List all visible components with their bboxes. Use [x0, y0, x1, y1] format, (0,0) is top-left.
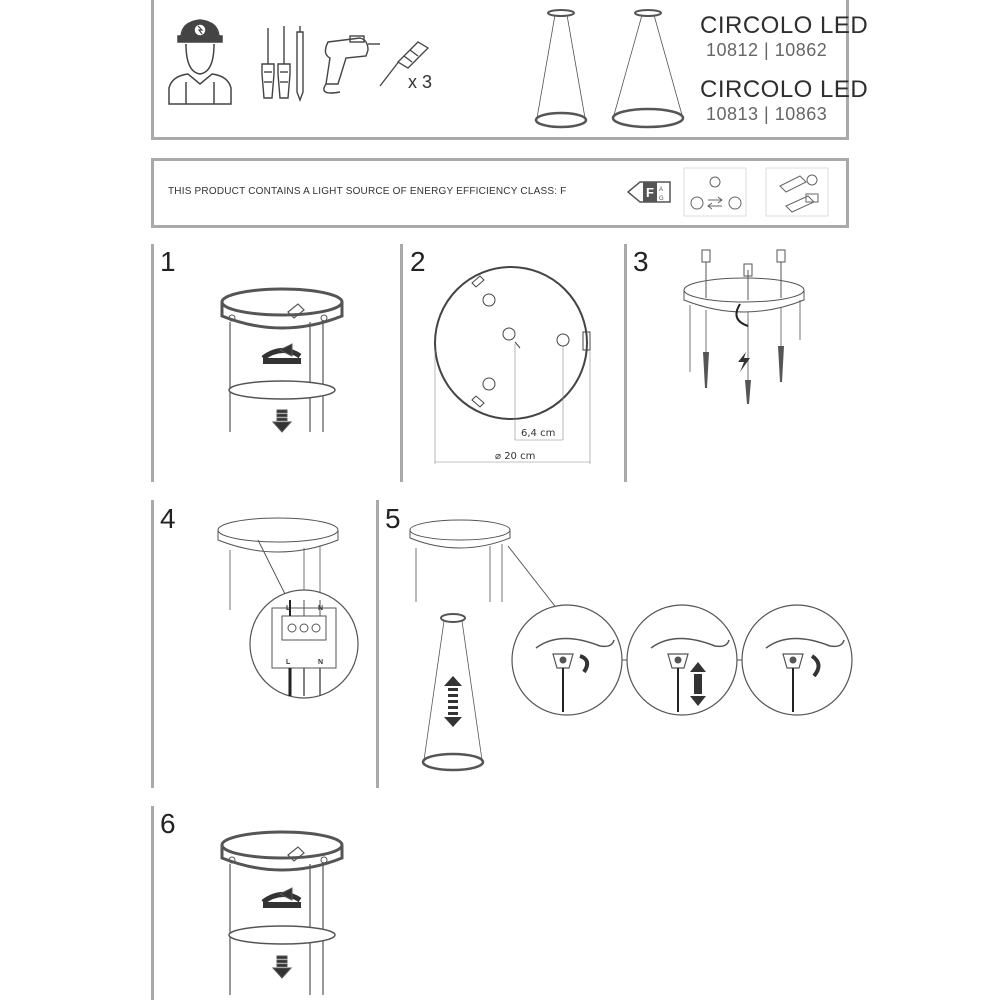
terminal-bottom-neutral: N — [318, 659, 323, 666]
energy-class-arrow-icon: F A G — [626, 181, 671, 203]
product-codes-2: 10813 | 10863 — [706, 104, 828, 124]
step1-divider — [151, 244, 154, 482]
product-codes-1: 10812 | 10862 — [706, 40, 828, 60]
product-name-2: CIRCOLO LED — [700, 76, 869, 103]
step-number-3: 3 — [633, 246, 649, 277]
installer-icon — [168, 19, 232, 105]
step6-divider — [151, 806, 154, 1000]
step-number-5: 5 — [385, 503, 401, 534]
light-source-replaceable-icon — [683, 167, 747, 217]
terminal-top-neutral: N — [318, 605, 323, 612]
small-lamp-illustration — [534, 9, 588, 129]
dimension-diameter: ⌀ 20 cm — [495, 451, 535, 462]
drill-icon — [323, 35, 380, 94]
dimension-hole-spacing: 6,4 cm — [521, 428, 555, 439]
tools-quantity: x 3 — [408, 72, 432, 92]
product-name-1: CIRCOLO LED — [700, 12, 869, 39]
step2-divider — [400, 244, 403, 482]
terminal-top-live: L — [286, 605, 291, 612]
step3-illustration — [683, 249, 805, 404]
step-number-6: 6 — [160, 808, 176, 839]
step-number-4: 4 — [160, 503, 176, 534]
step4-illustration — [217, 517, 359, 699]
control-gear-replaceable-icon — [765, 167, 829, 217]
step-number-2: 2 — [410, 246, 426, 277]
energy-class-letter: F — [646, 185, 654, 200]
step4-divider — [151, 500, 154, 788]
step2-ceiling-plate — [434, 266, 591, 464]
step3-divider — [624, 244, 627, 482]
energy-scale-top: A — [659, 187, 663, 193]
screw-and-plug-icon — [379, 41, 430, 87]
step5-divider — [376, 500, 379, 788]
large-lamp-illustration — [611, 9, 685, 129]
screwdrivers-icon — [261, 26, 304, 102]
step-number-1: 1 — [160, 246, 176, 277]
energy-scale-bottom: G — [659, 196, 664, 202]
step1-illustration — [220, 287, 344, 433]
step5-illustration — [409, 519, 853, 772]
step6-illustration — [220, 830, 344, 995]
energy-efficiency-statement: THIS PRODUCT CONTAINS A LIGHT SOURCE OF … — [168, 186, 567, 197]
terminal-bottom-live: L — [286, 659, 291, 666]
